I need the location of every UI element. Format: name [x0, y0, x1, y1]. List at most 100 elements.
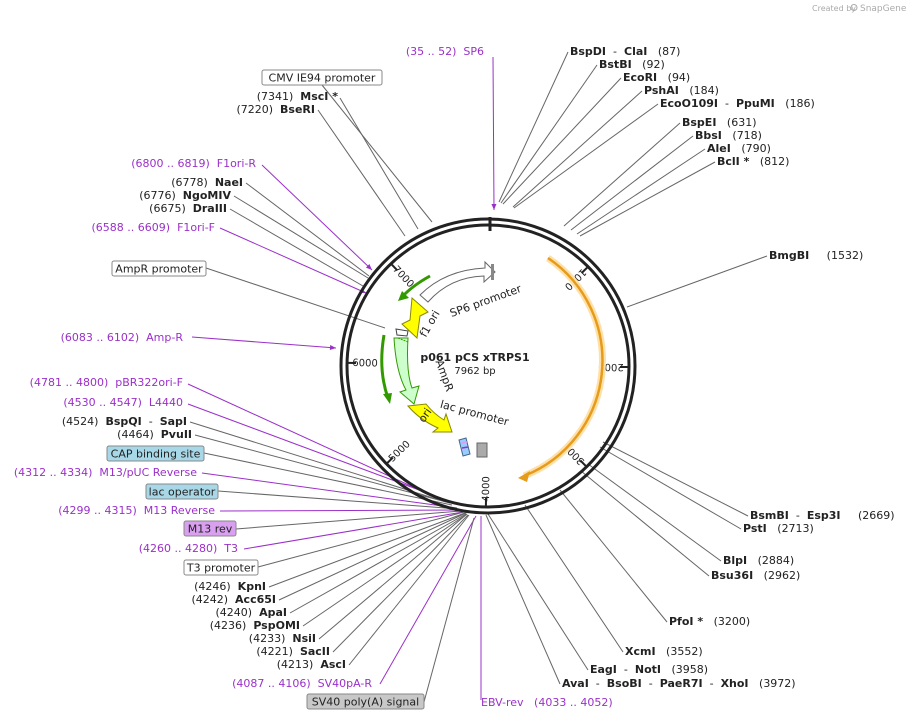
- f1ori-r-label-part: (6800 .. 6819) F1ori-R: [131, 157, 256, 170]
- nsii-label-part: (4233): [249, 632, 293, 645]
- bmgbi-label-part: (1532): [809, 249, 863, 262]
- t3-promoter-box-label: T3 promoter: [186, 562, 256, 575]
- snapgene-credit: Created by SnapGene: [812, 4, 907, 14]
- l4440-label[interactable]: (4530 .. 4547) L4440: [63, 396, 183, 409]
- bbsi-label[interactable]: BbsI (718): [695, 129, 762, 142]
- xcmi-label[interactable]: XcmI (3552): [625, 645, 703, 658]
- lac-operator-box: [145, 483, 219, 500]
- bbsi-leader: [570, 135, 694, 231]
- m13-rev-mark-1: [460, 441, 468, 444]
- ecori-label[interactable]: EcoRI (94): [623, 71, 690, 84]
- bbsi-label-part: BbsI: [695, 129, 722, 142]
- kpni-label[interactable]: (4246) KpnI: [194, 580, 266, 593]
- sacii-label-part: (4221): [256, 645, 300, 658]
- pvuii-label-part: (4464): [117, 428, 161, 441]
- t3-promoter-box: [183, 559, 259, 576]
- ngomiv-label-part: (6776): [139, 189, 183, 202]
- map-length: 7962 bp: [454, 366, 495, 377]
- m13-reverse-label-part: (4299 .. 4315) M13 Reverse: [58, 504, 215, 517]
- bseri-label[interactable]: (7220) BseRI: [236, 103, 315, 116]
- alei-leader: [576, 148, 706, 235]
- f1ori-f-label[interactable]: (6588 .. 6609) F1ori-F: [92, 221, 215, 234]
- m13-reverse-leader: [219, 509, 462, 512]
- cmv-ie94-promoter-feature-box[interactable]: CMV IE94 promoter: [261, 69, 383, 86]
- asci-leader: [348, 514, 470, 666]
- kpni-label-part: (4246): [194, 580, 238, 593]
- blpi-label[interactable]: BlpI (2884): [723, 554, 794, 567]
- bsmbi-leader: [602, 441, 749, 517]
- bsu36i-label-part: Bsu36I: [711, 569, 753, 582]
- bstbi-label[interactable]: BstBI (92): [599, 58, 665, 71]
- pvuii-label-part: PvuII: [161, 428, 192, 441]
- sp6-primer-label[interactable]: (35 .. 52) SP6: [406, 45, 484, 58]
- naei-label[interactable]: (6778) NaeI: [171, 176, 243, 189]
- bspqi-label[interactable]: (4524) BspQI - SapI: [62, 415, 187, 428]
- ecoo109i-label[interactable]: EcoO109I - PpuMI (186): [660, 97, 815, 110]
- bsmbi-label[interactable]: BsmBI - Esp3I (2669): [750, 509, 895, 522]
- m13-puc-reverse-leader: [201, 472, 458, 509]
- sv40pa-r-label[interactable]: (4087 .. 4106) SV40pA-R: [232, 677, 372, 690]
- avai-label[interactable]: AvaI - BsoBI - PaeR7I - XhoI (3972): [562, 677, 796, 690]
- pfoi-leader: [559, 489, 668, 623]
- blpi-label-part: (2884): [747, 554, 794, 567]
- ecoo109i-label-part: -: [718, 97, 736, 110]
- nsii-label[interactable]: (4233) NsiI: [249, 632, 316, 645]
- pshai-label[interactable]: PshAI (184): [644, 84, 719, 97]
- apai-label[interactable]: (4240) ApaI: [216, 606, 287, 619]
- tick-mark: [390, 263, 398, 271]
- lac-operator-leader: [217, 490, 460, 510]
- sv40-polya-signal-feature-box[interactable]: SV40 poly(A) signal: [306, 693, 425, 710]
- plasmid-backbone: [339, 217, 637, 515]
- ampr-promoter-arrow: [395, 328, 409, 337]
- avai-label-part: -: [589, 677, 607, 690]
- pbr322ori-f-label[interactable]: (4781 .. 4800) pBR322ori-F: [30, 376, 183, 389]
- ngomiv-label[interactable]: (6776) NgoMIV: [139, 189, 231, 202]
- bsu36i-label[interactable]: Bsu36I (2962): [711, 569, 800, 582]
- pfoi-label[interactable]: PfoI * (3200): [669, 615, 750, 628]
- pvuii-label[interactable]: (4464) PvuII: [117, 428, 192, 441]
- bspdi-label[interactable]: BspDI - ClaI (87): [570, 45, 680, 58]
- ebv-rev-label[interactable]: EBV-rev (4033 .. 4052): [481, 696, 613, 709]
- orange-arc: [523, 256, 604, 478]
- cmv-ie94-promoter-box: [261, 69, 383, 86]
- eagi-label[interactable]: EagI - NotI (3958): [590, 663, 708, 676]
- pspomi-label[interactable]: (4236) PspOMI: [210, 619, 300, 632]
- apai-label-part: (4240): [216, 606, 260, 619]
- m13-puc-reverse-label[interactable]: (4312 .. 4334) M13/pUC Reverse: [14, 466, 197, 479]
- bcli-label[interactable]: BclI * (812): [717, 155, 789, 168]
- ampr-promoter-box-label: AmpR promoter: [115, 263, 203, 276]
- m13-reverse-label[interactable]: (4299 .. 4315) M13 Reverse: [58, 504, 215, 517]
- amp-r-primer-label[interactable]: (6083 .. 6102) Amp-R: [61, 331, 184, 344]
- t3-primer-label[interactable]: (4260 .. 4280) T3: [139, 542, 238, 555]
- ampr-promoter-feature-box[interactable]: AmpR promoter: [111, 260, 207, 277]
- msci-label[interactable]: (7341) MscI *: [257, 90, 339, 103]
- acc65i-label[interactable]: (4242) Acc65I: [191, 593, 276, 606]
- m13-rev-feature-box[interactable]: M13 rev: [183, 520, 237, 537]
- cap-binding-site-feature-box[interactable]: CAP binding site: [106, 445, 205, 462]
- bcli-label-part: BclI *: [717, 155, 750, 168]
- eagi-label-part: (3958): [661, 663, 708, 676]
- tick-label: 6000: [352, 358, 378, 370]
- ngomiv-label-part: NgoMIV: [183, 189, 232, 202]
- t3-primer-leader: [243, 511, 464, 550]
- avai-label-part: AvaI: [562, 677, 589, 690]
- f1ori-r-label[interactable]: (6800 .. 6819) F1ori-R: [131, 157, 256, 170]
- xcmi-leader: [524, 504, 624, 653]
- bsmbi-label-part: (2669): [841, 509, 895, 522]
- t3-promoter-feature-box[interactable]: T3 promoter: [183, 559, 259, 576]
- draiii-label[interactable]: (6675) DraIII: [149, 202, 227, 215]
- bspei-label[interactable]: BspEI (631): [682, 116, 757, 129]
- sp6-promoter-arrow: [419, 260, 496, 303]
- lac-operator-feature-box[interactable]: lac operator: [145, 483, 219, 500]
- bspei-label-part: BspEI: [682, 116, 716, 129]
- alei-label[interactable]: AleI (790): [707, 142, 771, 155]
- bmgbi-label[interactable]: BmgBI (1532): [769, 249, 863, 262]
- m13-puc-reverse-label-part: (4312 .. 4334) M13/pUC Reverse: [14, 466, 197, 479]
- psti-label[interactable]: PstI (2713): [743, 522, 814, 535]
- sacii-label[interactable]: (4221) SacII: [256, 645, 330, 658]
- tick-label: 4000: [481, 476, 492, 502]
- asci-label[interactable]: (4213) AscI: [277, 658, 346, 671]
- ecori-label-part: (94): [657, 71, 690, 84]
- bstbi-label-part: (92): [632, 58, 665, 71]
